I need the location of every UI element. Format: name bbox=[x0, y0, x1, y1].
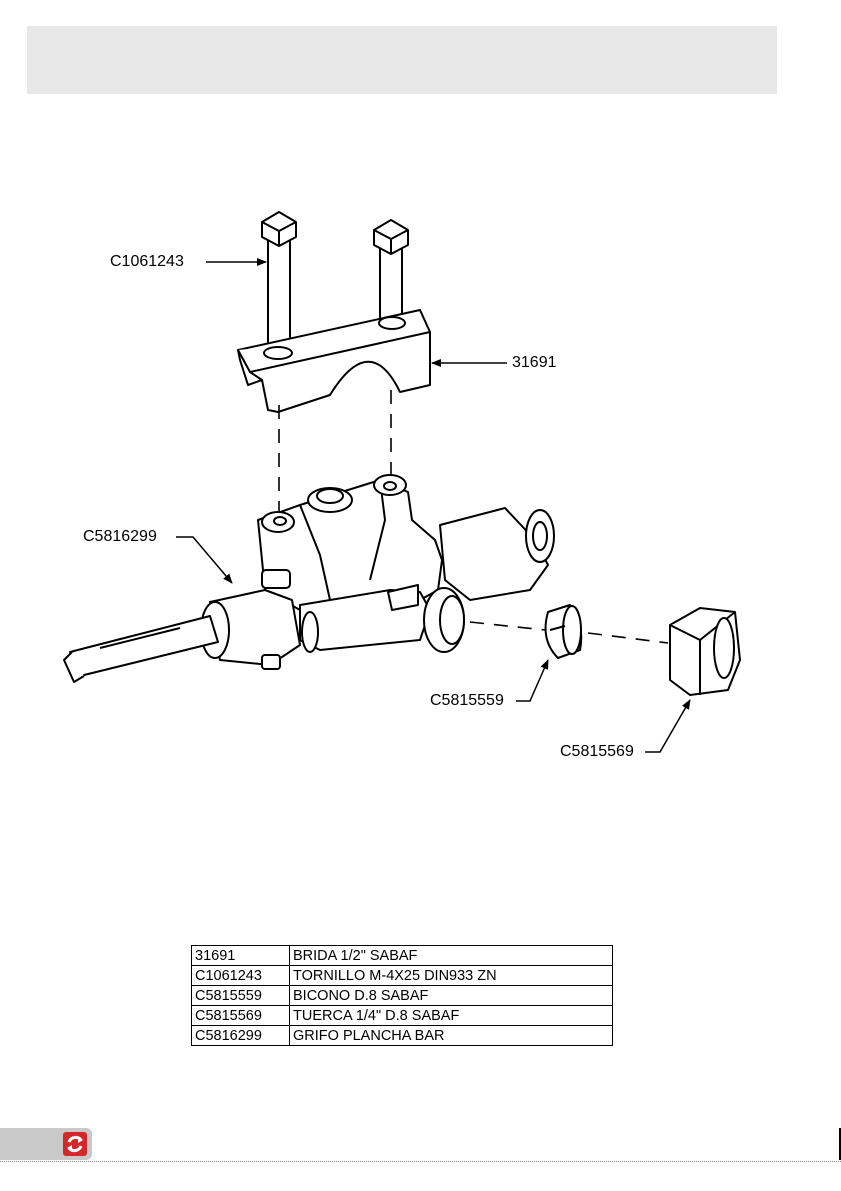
part-description: TUERCA 1/4" D.8 SABAF bbox=[290, 1006, 613, 1026]
part-code: C5815569 bbox=[192, 1006, 290, 1026]
bicone-c5815559 bbox=[546, 605, 582, 658]
part-description: BICONO D.8 SABAF bbox=[290, 986, 613, 1006]
callout-c5815559: C5815559 bbox=[430, 692, 504, 710]
bolt-left bbox=[262, 212, 296, 346]
bolt-right bbox=[374, 220, 408, 328]
refresh-arrows-icon bbox=[63, 1132, 87, 1156]
valve-body-c5816299 bbox=[64, 475, 554, 682]
footer-divider bbox=[0, 1161, 841, 1162]
callout-31691: 31691 bbox=[512, 354, 557, 372]
table-row: 31691 BRIDA 1/2" SABAF bbox=[192, 946, 613, 966]
part-code: C5816299 bbox=[192, 1026, 290, 1046]
part-description: GRIFO PLANCHA BAR bbox=[290, 1026, 613, 1046]
table-row: C5816299 GRIFO PLANCHA BAR bbox=[192, 1026, 613, 1046]
part-code: C1061243 bbox=[192, 966, 290, 986]
table-row: C5815559 BICONO D.8 SABAF bbox=[192, 986, 613, 1006]
part-description: TORNILLO M-4X25 DIN933 ZN bbox=[290, 966, 613, 986]
bracket-31691 bbox=[238, 310, 430, 412]
part-code: C5815559 bbox=[192, 986, 290, 1006]
parts-table: 31691 BRIDA 1/2" SABAF C1061243 TORNILLO… bbox=[191, 945, 613, 1046]
callout-c5815569: C5815569 bbox=[560, 743, 634, 761]
callout-c5816299: C5816299 bbox=[83, 528, 157, 546]
nut-c5815569 bbox=[670, 608, 740, 695]
table-row: C1061243 TORNILLO M-4X25 DIN933 ZN bbox=[192, 966, 613, 986]
table-row: C5815569 TUERCA 1/4" D.8 SABAF bbox=[192, 1006, 613, 1026]
callout-c1061243: C1061243 bbox=[110, 253, 184, 271]
part-code: 31691 bbox=[192, 946, 290, 966]
part-description: BRIDA 1/2" SABAF bbox=[290, 946, 613, 966]
